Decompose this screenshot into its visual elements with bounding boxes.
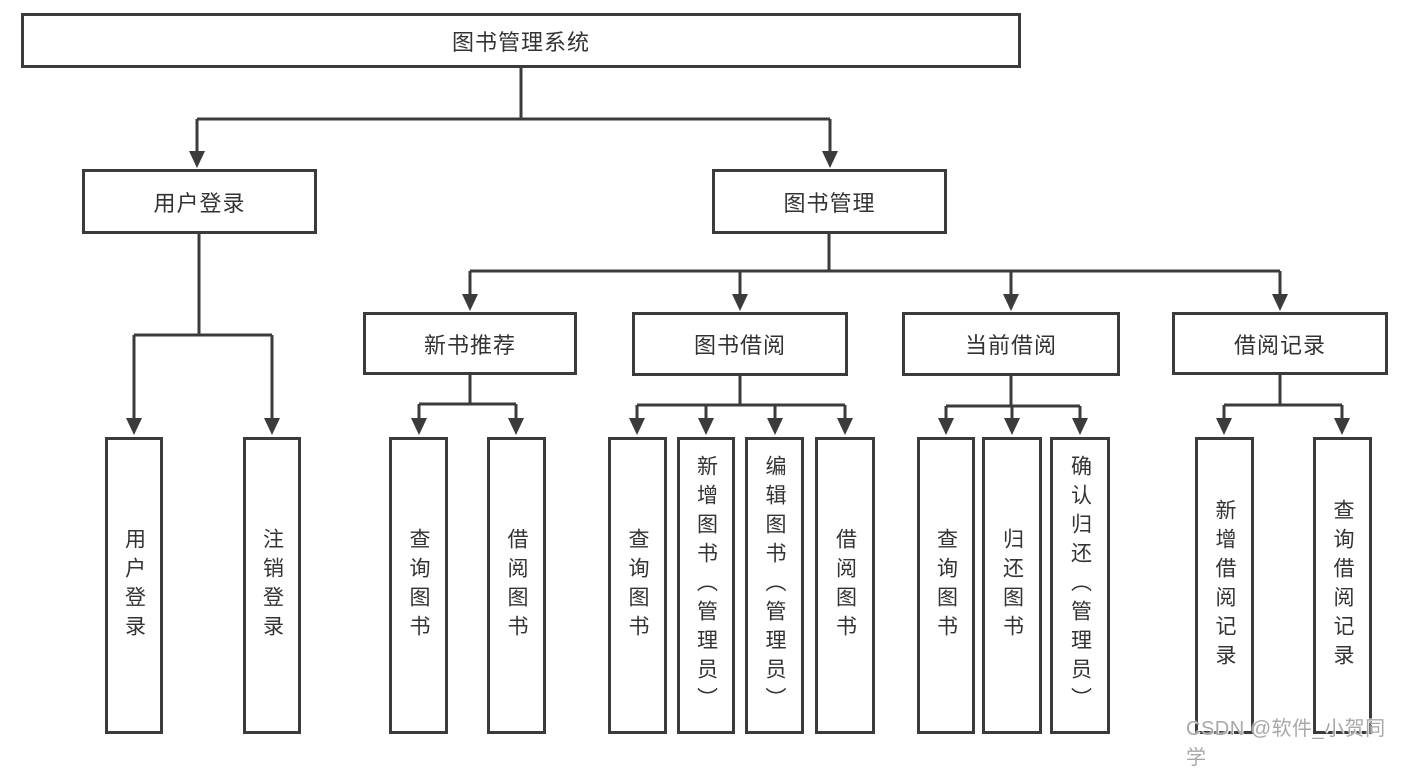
connector-new-book-recommend (411, 374, 524, 435)
node-label: 新增借阅记录 (1213, 498, 1236, 673)
node-label: 查询图书 (626, 527, 649, 644)
node-label: 确认归还（管理员） (1068, 455, 1092, 716)
diagram-canvas: 图书管理系统 用户登录 图书管理 新书推荐 图书借阅 当前借阅 借阅记录 用户登… (21, 13, 1388, 769)
node-label: 新增图书（管理员） (694, 455, 718, 716)
leaf-query-books-current: 查询图书 (917, 437, 975, 734)
leaf-confirm-return-admin: 确认归还（管理员） (1050, 437, 1110, 734)
node-label: 查询借阅记录 (1331, 498, 1354, 673)
leaf-add-book-admin: 新增图书（管理员） (677, 437, 735, 734)
node-label: 图书管理系统 (451, 29, 590, 55)
leaf-query-books-recommend: 查询图书 (389, 437, 448, 734)
node-new-book-recommend: 新书推荐 (363, 312, 577, 375)
csdn-watermark: CSDN @软件_小贺同学 (1186, 718, 1386, 769)
node-label: 编辑图书（管理员） (763, 455, 786, 716)
connector-current-borrow (938, 374, 1088, 435)
leaf-borrow-books-recommend: 借阅图书 (487, 437, 546, 734)
node-current-borrow: 当前借阅 (902, 312, 1120, 376)
node-library-system: 图书管理系统 (21, 13, 1021, 68)
leaf-add-borrow-record: 新增借阅记录 (1195, 437, 1254, 734)
node-label: 新书推荐 (423, 332, 516, 358)
node-book-management: 图书管理 (712, 169, 947, 234)
connector-book-borrow (629, 374, 853, 435)
node-user-login: 用户登录 (82, 169, 317, 234)
node-label: 归还图书 (1000, 527, 1024, 644)
leaf-edit-book-admin: 编辑图书（管理员） (745, 437, 804, 734)
node-label: 用户登录 (122, 527, 146, 644)
node-borrow-records: 借阅记录 (1172, 312, 1388, 375)
node-label: 用户登录 (153, 190, 246, 216)
node-label: 借阅记录 (1233, 332, 1326, 358)
leaf-return-book: 归还图书 (982, 437, 1042, 734)
leaf-user-login: 用户登录 (105, 437, 163, 734)
node-label: 注销登录 (260, 527, 284, 644)
connector-borrow-records (1216, 374, 1350, 435)
leaf-query-books-borrow: 查询图书 (608, 437, 667, 734)
leaf-borrow-books: 借阅图书 (815, 437, 875, 734)
connector-level-1 (189, 66, 838, 168)
node-label: 查询图书 (407, 527, 430, 644)
leaf-logout: 注销登录 (243, 437, 301, 734)
node-label: 查询图书 (934, 527, 958, 644)
node-label: 图书借阅 (693, 333, 786, 358)
leaf-query-borrow-record: 查询借阅记录 (1313, 437, 1372, 734)
node-label: 图书管理 (783, 190, 876, 216)
connector-lines (126, 66, 1350, 435)
node-label: 借阅图书 (505, 527, 528, 644)
node-label: 当前借阅 (964, 333, 1057, 358)
connector-user-login (126, 233, 280, 435)
connector-book-management (462, 233, 1288, 311)
node-label: 借阅图书 (833, 527, 857, 644)
node-book-borrow: 图书借阅 (632, 312, 848, 376)
